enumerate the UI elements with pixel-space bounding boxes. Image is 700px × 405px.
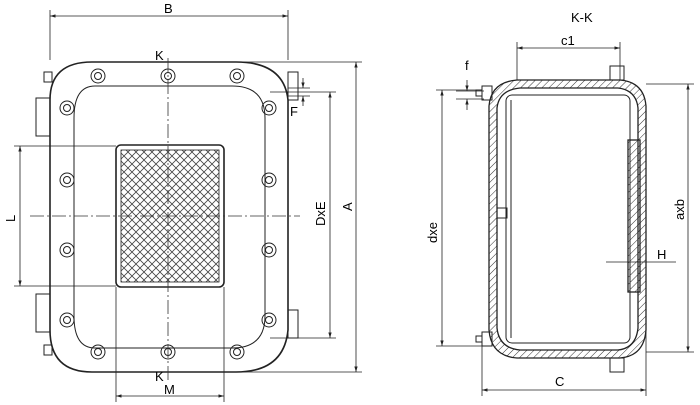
bolt bbox=[229, 344, 245, 360]
dimension-M bbox=[115, 287, 225, 402]
dimension-DxE bbox=[270, 91, 336, 339]
lug-left-bottom bbox=[35, 293, 51, 333]
label-H: H bbox=[657, 247, 666, 262]
label-C: C bbox=[555, 374, 564, 389]
dimension-f bbox=[456, 80, 484, 110]
cover-clamp-bottom bbox=[609, 357, 625, 373]
section-title: K-K bbox=[571, 10, 593, 25]
bolt bbox=[261, 172, 277, 188]
dimension-B bbox=[49, 10, 289, 60]
enclosure-inner-cover bbox=[73, 85, 266, 349]
label-K-bottom: K bbox=[155, 369, 164, 384]
label-axb: axb bbox=[672, 199, 687, 220]
bolt bbox=[229, 68, 245, 84]
dimension-F bbox=[288, 78, 310, 106]
label-F: F bbox=[290, 104, 298, 119]
dimension-C bbox=[481, 330, 647, 396]
window-glass-section bbox=[627, 139, 641, 293]
section-shell bbox=[488, 79, 647, 359]
lug-right-top bbox=[287, 71, 299, 101]
section-view: K-K c1 f bbox=[425, 10, 694, 396]
dimension-axb bbox=[646, 83, 694, 353]
dimension-dxe bbox=[436, 89, 482, 347]
inner-lining bbox=[505, 94, 631, 344]
label-c1: c1 bbox=[561, 33, 575, 48]
bolt-head-bottom bbox=[475, 335, 483, 343]
lug-right-bottom bbox=[287, 309, 299, 339]
internal-bracket bbox=[496, 207, 508, 219]
dimension-L bbox=[14, 145, 116, 287]
dimension-A bbox=[236, 61, 362, 373]
label-A: A bbox=[340, 202, 355, 211]
label-dxe: dxe bbox=[425, 222, 440, 243]
label-L: L bbox=[3, 215, 18, 222]
bolt bbox=[90, 344, 106, 360]
label-B: B bbox=[164, 1, 173, 16]
label-M: M bbox=[164, 382, 175, 397]
label-DxE: DxE bbox=[313, 201, 328, 226]
bolt bbox=[261, 242, 277, 258]
lug-stub-bl bbox=[43, 344, 53, 356]
label-K-top: K bbox=[155, 48, 164, 63]
bolt bbox=[59, 242, 75, 258]
bolt bbox=[59, 100, 75, 116]
cover-clamp-top bbox=[609, 65, 625, 81]
dimension-H bbox=[606, 261, 676, 292]
bolt bbox=[261, 100, 277, 116]
front-view: B K K F DxE A L bbox=[3, 1, 362, 402]
dimension-c1 bbox=[516, 42, 621, 80]
lug-left-top bbox=[35, 97, 51, 137]
bolt bbox=[261, 312, 277, 328]
label-f: f bbox=[465, 58, 469, 73]
bolt bbox=[90, 68, 106, 84]
bolt bbox=[59, 312, 75, 328]
bolt bbox=[59, 172, 75, 188]
lug-stub-tl bbox=[43, 71, 53, 83]
